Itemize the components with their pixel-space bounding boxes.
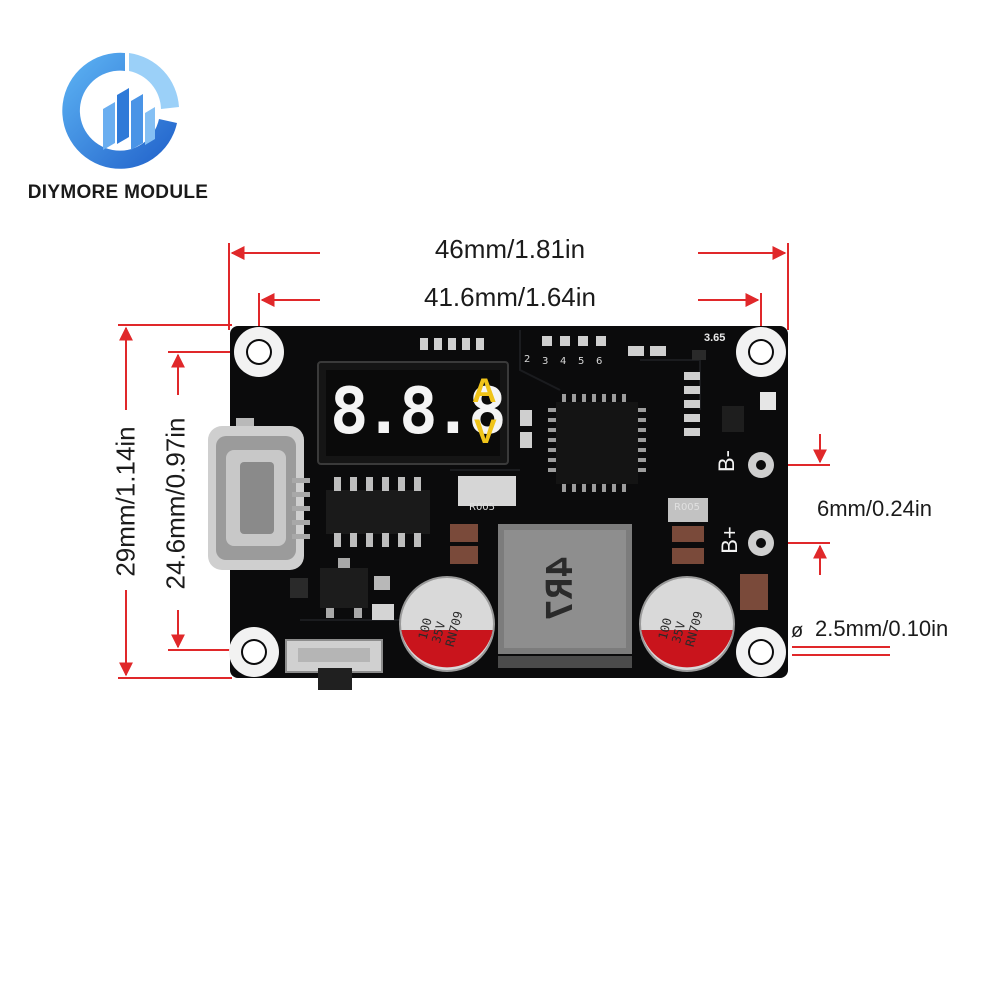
pin-number: 2: [524, 354, 531, 365]
hole-spacing-height-label: 24.6mm/0.97in: [160, 417, 191, 590]
terminal-b-minus-label: B-: [714, 450, 739, 472]
terminal-b-plus-label: B+: [716, 526, 742, 554]
brand-name: DIYMORE MODULE: [27, 182, 209, 203]
resistor-marking-right: R005: [674, 502, 701, 513]
shunt-resistor-right: [668, 498, 708, 522]
transistor: [320, 568, 368, 608]
inductor-marking: 4R7: [540, 555, 582, 622]
pin-number: 3: [542, 356, 549, 367]
terminal-pitch-label: 6mm/0.24in: [817, 496, 932, 521]
inductor: [498, 524, 632, 668]
pin-number: 6: [596, 356, 603, 367]
pin-number: 5: [578, 356, 585, 367]
brand-logo-icon: [62, 52, 179, 169]
slide-switch: [285, 639, 383, 690]
display-unit-amps: A: [472, 372, 497, 410]
hole-diameter-label: 2.5mm/0.10in: [815, 616, 949, 641]
hole-diameter-symbol: ø: [791, 620, 804, 642]
display-unit-volts: V: [474, 413, 497, 451]
capacitor-right: [639, 576, 735, 672]
shunt-resistor-left: [458, 476, 516, 506]
hole-spacing-width-label: 41.6mm/1.64in: [424, 282, 596, 312]
sop-ic: [326, 490, 430, 534]
mounting-holes: [229, 327, 786, 677]
overall-height-label: 29mm/1.14in: [110, 426, 141, 577]
sot-regulator: [722, 406, 744, 432]
capacitor-left: [399, 576, 495, 672]
usb-c-port: [208, 418, 304, 570]
pin-number: 4: [560, 356, 567, 367]
mcu-chip: [556, 402, 638, 484]
version-mark: 3.65: [704, 332, 726, 344]
overall-width-label: 46mm/1.81in: [434, 234, 586, 264]
display-digits: 8.8.8: [330, 375, 507, 449]
resistor-marking-left: R005: [469, 502, 496, 513]
